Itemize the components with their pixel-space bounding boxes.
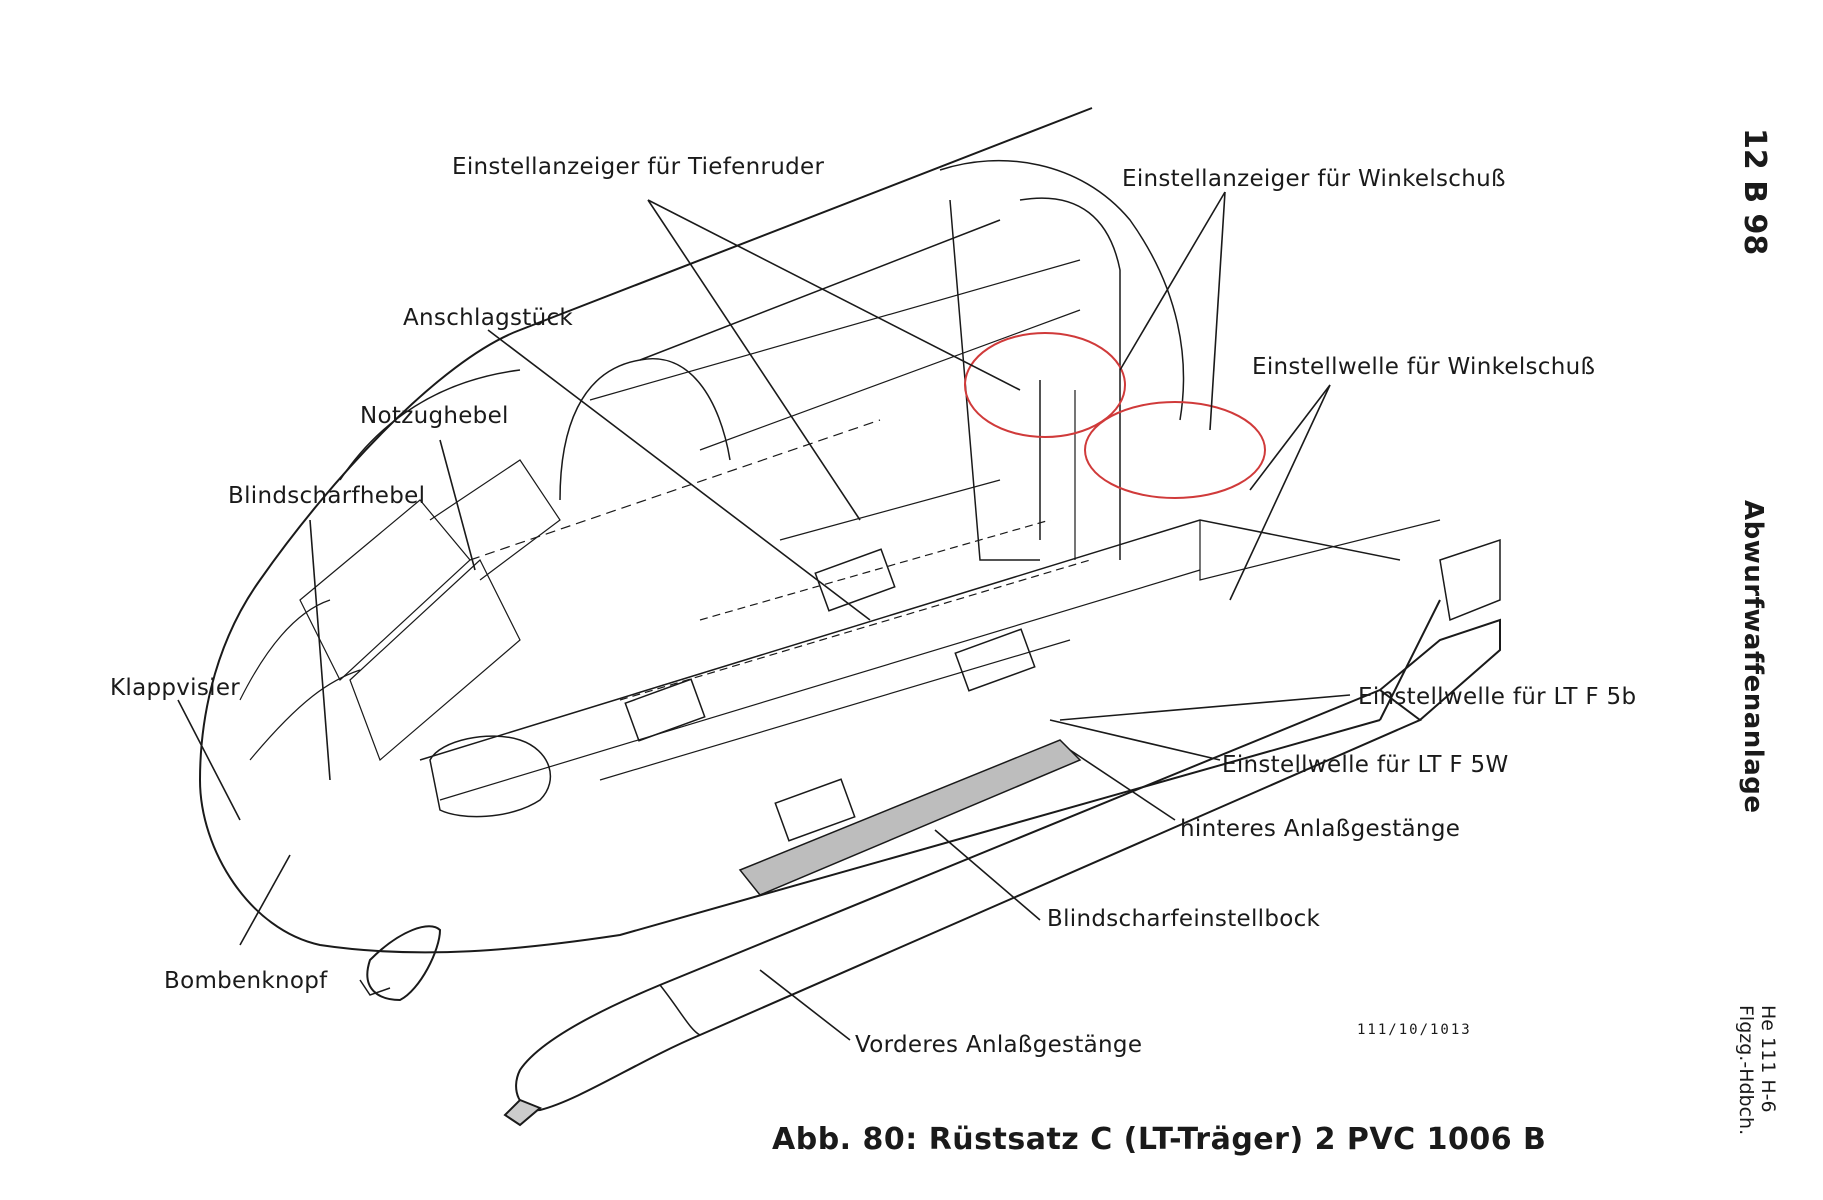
figure-reference-number: 111/10/1013 bbox=[1357, 1022, 1472, 1038]
fuselage-cutaway bbox=[198, 107, 1441, 954]
label-winkelschuss-welle: Einstellwelle für Winkelschuß bbox=[1252, 354, 1596, 380]
label-blindscharfeinstellbock: Blindscharfeinstellbock bbox=[1047, 906, 1321, 932]
red-annotation-circles bbox=[964, 332, 1266, 499]
manual-line-2: Flgzg.-Hdbch. bbox=[1735, 1005, 1758, 1136]
figure-caption: Abb. 80: Rüstsatz C (LT-Träger) 2 PVC 10… bbox=[772, 1122, 1547, 1157]
label-vorderes-anlassgestaenge: Vorderes Anlaßgestänge bbox=[855, 1032, 1143, 1058]
label-tiefenruder: Einstellanzeiger für Tiefenruder bbox=[452, 154, 825, 180]
label-hinteres-anlassgestaenge: hinteres Anlaßgestänge bbox=[1180, 816, 1461, 842]
label-blindscharfhebel: Blindscharfhebel bbox=[228, 483, 426, 509]
label-lt-f5b: Einstellwelle für LT F 5b bbox=[1358, 684, 1637, 710]
leader-lines bbox=[177, 191, 1351, 1041]
section-title: Abwurfwaffenanlage bbox=[1738, 500, 1768, 814]
manual-line-1: He 111 H-6 bbox=[1757, 1005, 1779, 1113]
torpedo bbox=[359, 538, 1501, 1127]
page-number: 12 B 98 bbox=[1737, 128, 1772, 256]
label-klappvisier: Klappvisier bbox=[110, 675, 241, 701]
label-notzughebel: Notzughebel bbox=[360, 403, 509, 429]
label-lt-f5w: Einstellwelle für LT F 5W bbox=[1222, 752, 1509, 778]
manual-reference: He 111 H-6 Flgzg.-Hdbch. bbox=[1734, 1005, 1779, 1136]
label-winkelschuss-anzeiger: Einstellanzeiger für Winkelschuß bbox=[1122, 166, 1506, 192]
label-anschlagstueck: Anschlagstück bbox=[403, 305, 574, 331]
label-bombenknopf: Bombenknopf bbox=[164, 968, 328, 994]
